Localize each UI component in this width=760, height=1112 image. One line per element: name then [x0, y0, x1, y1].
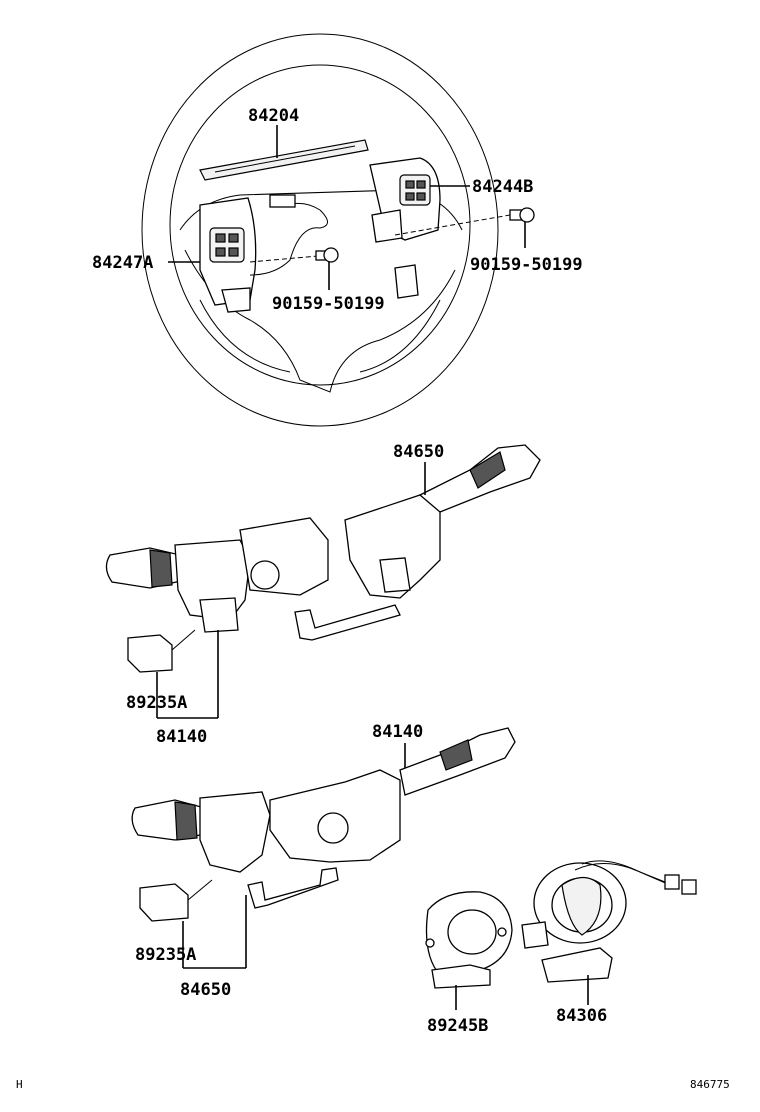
label-84204: 84204 [248, 106, 299, 126]
label-84140-lower: 84140 [372, 722, 423, 742]
label-84247A: 84247A [92, 253, 153, 273]
label-84650-lower: 84650 [180, 980, 231, 1000]
label-89235A-lower: 89235A [135, 945, 196, 965]
label-84140-upper: 84140 [156, 727, 207, 747]
part-84244B-switch [369, 157, 470, 299]
switch-84650-upper [294, 444, 541, 641]
part-84306-spiral-cable [521, 860, 697, 1005]
steering-wheel [141, 33, 499, 427]
label-84306: 84306 [556, 1006, 607, 1026]
label-89245B: 89245B [427, 1016, 488, 1036]
label-84650-top: 84650 [393, 442, 444, 462]
combination-switch-84140-upper [105, 517, 329, 719]
footer-left: H [16, 1078, 23, 1091]
label-90159-right: 90159-50199 [470, 255, 583, 275]
screw-left [249, 247, 339, 290]
screw-right [394, 207, 535, 248]
footer-right: 846775 [690, 1078, 730, 1091]
label-84244B: 84244B [472, 177, 533, 197]
part-84204-strip [199, 125, 369, 181]
part-84247A-switch [168, 197, 257, 313]
part-89245B-sensor [425, 891, 513, 1010]
combination-switch-84140-lower [131, 727, 516, 969]
label-90159-left: 90159-50199 [272, 294, 385, 314]
label-89235A-upper: 89235A [126, 693, 187, 713]
wire-harness-small [249, 194, 328, 276]
